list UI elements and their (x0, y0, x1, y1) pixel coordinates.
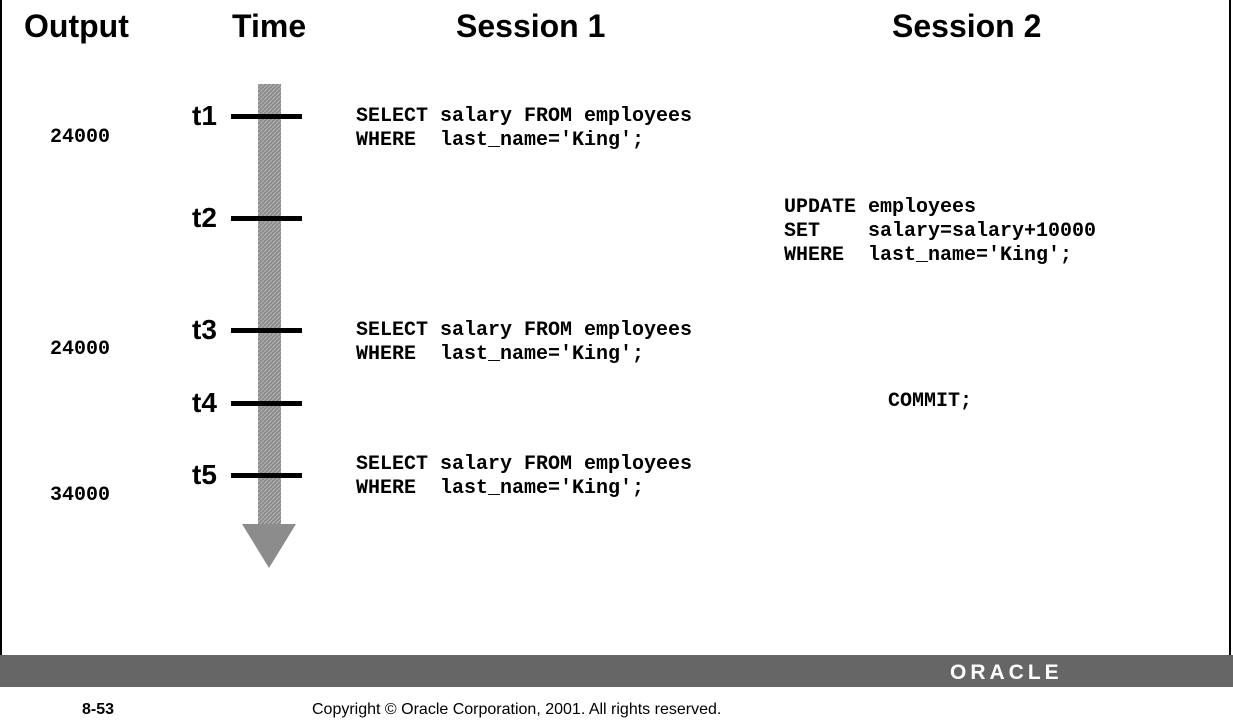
copyright-notice: Copyright © Oracle Corporation, 2001. Al… (312, 701, 722, 718)
footer-strip (0, 687, 1233, 727)
session2-line: WHERE last_name='King'; (784, 244, 1073, 267)
oracle-logo: ORACLE (950, 661, 1063, 684)
time-label-t1: t1 (192, 100, 217, 131)
time-arrow (242, 84, 296, 568)
footer-bar (0, 655, 1233, 687)
session1-line: SELECT salary FROM employees (356, 105, 693, 128)
time-tick-t1 (231, 114, 302, 119)
time-column-header: Time (232, 8, 307, 44)
time-tick-t3 (231, 328, 302, 333)
output-value-t5: 34000 (50, 484, 111, 507)
session1-line: SELECT salary FROM employees (356, 319, 693, 342)
time-tick-t5 (231, 473, 302, 478)
page-number: 8-53 (82, 701, 115, 718)
session2-line: UPDATE employees (784, 196, 977, 219)
session1-line: WHERE last_name='King'; (356, 477, 645, 500)
session1-column-header: Session 1 (456, 8, 606, 44)
time-tick-t4 (231, 401, 302, 406)
time-label-t5: t5 (192, 459, 217, 490)
session2-line: SET salary=salary+10000 (784, 220, 1097, 243)
time-label-t2: t2 (192, 202, 217, 233)
session1-line: SELECT salary FROM employees (356, 453, 693, 476)
session2-line: COMMIT; (888, 390, 973, 413)
time-label-t4: t4 (192, 387, 217, 418)
time-label-t3: t3 (192, 314, 217, 345)
time-tick-t2 (231, 216, 302, 221)
session1-line: WHERE last_name='King'; (356, 129, 645, 152)
output-value-t1: 24000 (50, 126, 111, 149)
output-value-t3: 24000 (50, 338, 111, 361)
session1-line: WHERE last_name='King'; (356, 343, 645, 366)
output-column-header: Output (24, 8, 129, 44)
session2-column-header: Session 2 (892, 8, 1042, 44)
